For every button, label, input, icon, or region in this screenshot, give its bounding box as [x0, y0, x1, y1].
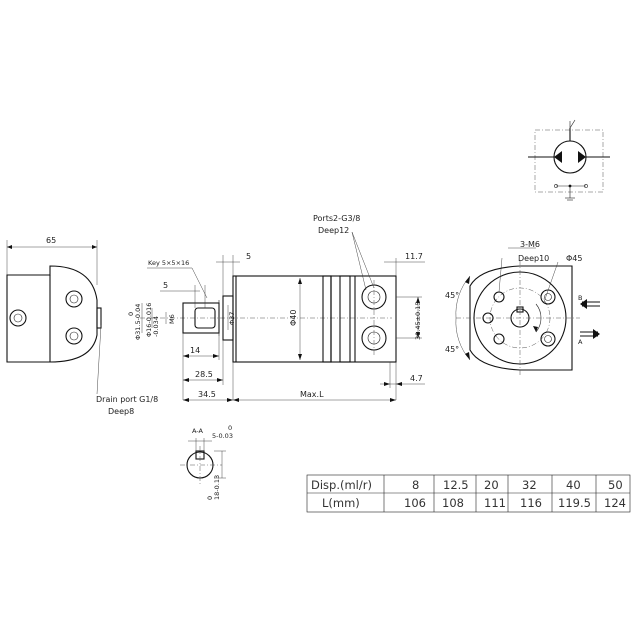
section-key-width: 5-0.03 — [212, 432, 233, 440]
port-a-label: A — [578, 338, 583, 346]
drain-depth-label: Deep8 — [108, 407, 134, 416]
dim-5-top: 5 — [246, 252, 251, 261]
angle-top-label: 45° — [445, 291, 459, 300]
dim-11-7: 11.7 — [405, 252, 423, 261]
section-key-width-tol: 0 — [228, 424, 232, 432]
dim-14: 14 — [190, 346, 200, 355]
table-disp-label: Disp.(ml/r) — [311, 478, 372, 492]
port-b-label: B — [578, 294, 582, 302]
left-end-view: 65 Drain port G1/8 Deep8 — [6, 236, 158, 416]
section-depth: 18-0.13 — [213, 475, 221, 500]
dia-37-dim: Φ37 — [228, 312, 236, 325]
table-disp-cell: 40 — [566, 478, 581, 492]
section-label: A-A — [192, 427, 204, 435]
key-label: Key 5×5×16 — [148, 259, 189, 267]
side-view: Key 5×5×16 5 5 14 28.5 34.5 Max.L 11.7 4… — [127, 214, 425, 402]
ports-label: Ports2-G3/8 — [313, 214, 360, 223]
m6-label: M6 — [168, 314, 176, 324]
ports-depth-label: Deep12 — [318, 226, 349, 235]
dia-16-dim: Φ16-0.016 — [145, 303, 153, 337]
table-length-cell: 119.5 — [558, 496, 591, 510]
table-l-label: L(mm) — [322, 496, 360, 510]
table-length-cell: 124 — [604, 496, 626, 510]
table-length-cell: 111 — [484, 496, 506, 510]
bolts-label: 3-M6 — [520, 240, 540, 249]
dim-4-7: 4.7 — [410, 374, 423, 383]
table-disp-cell: 8 — [412, 478, 419, 492]
section-a-a: A-A 5-0.03 0 18-0.13 0 — [180, 424, 233, 500]
dia-16-tol: -0.034 — [152, 316, 160, 337]
table-disp-cell: 32 — [522, 478, 537, 492]
dim-34-5: 34.5 — [198, 390, 216, 399]
front-view: 3-M6 Deep10 Φ45 45° 45° B A — [445, 240, 600, 376]
table-disp-cell: 20 — [484, 478, 499, 492]
left-width-dim: 65 — [46, 236, 56, 245]
table-disp-cell: 12.5 — [443, 478, 469, 492]
angle-bottom-label: 45° — [445, 345, 459, 354]
table-length-cell: 116 — [520, 496, 542, 510]
dia-shaft-dim: Φ31.5-0.04 — [134, 304, 142, 340]
drain-port-label: Drain port G1/8 — [96, 395, 158, 404]
hydraulic-symbol — [528, 119, 610, 201]
pcd-label: Φ45 — [566, 254, 582, 263]
dia-shaft-tol: 0 — [127, 312, 135, 316]
section-depth-tol: 0 — [206, 496, 214, 500]
dim-max-l: Max.L — [300, 390, 324, 399]
table-length-cell: 108 — [442, 496, 464, 510]
dim-30-45: 30.45±0.15 — [414, 301, 422, 340]
spec-table: Disp.(ml/r) L(mm) 8 12.5 20 32 40 50 106… — [306, 474, 631, 513]
table-disp-cell: 50 — [608, 478, 623, 492]
dim-28-5: 28.5 — [195, 370, 213, 379]
dim-5-key: 5 — [163, 281, 168, 290]
bolts-depth-label: Deep10 — [518, 254, 549, 263]
dia-40-dim: Φ40 — [289, 310, 298, 326]
table-length-cell: 106 — [404, 496, 426, 510]
